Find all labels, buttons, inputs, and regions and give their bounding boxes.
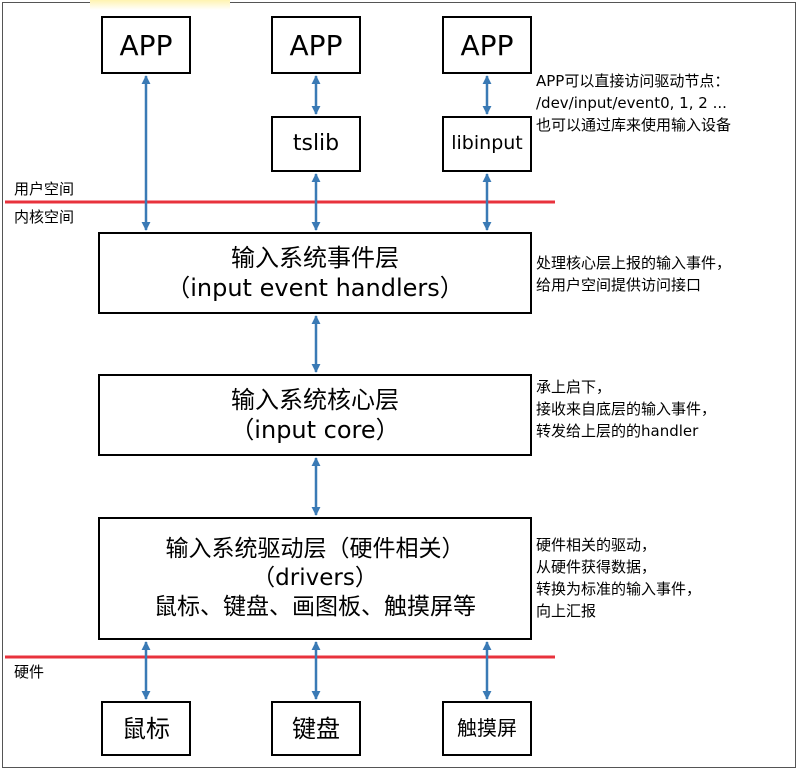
decorative-glow (90, 0, 230, 10)
note-line: 转换为标准的输入事件， (536, 580, 702, 598)
mouse-box: 鼠标 (101, 701, 191, 756)
user-space-label: 用户空间 (14, 180, 75, 198)
kernel-space-label: 内核空间 (14, 208, 75, 226)
note-event-layer: 处理核心层上报的输入事件， 给用户空间提供访问接口 (536, 252, 731, 296)
device-label: 键盘 (292, 714, 340, 743)
note-line: 承上启下， (536, 378, 612, 396)
note-line: 处理核心层上报的输入事件， (536, 254, 732, 272)
event-handler-layer: 输入系统事件层 （input event handlers） (98, 232, 532, 314)
app-box-1: APP (101, 16, 191, 74)
layer-title: 输入系统事件层 (231, 244, 399, 272)
note-core-layer: 承上启下， 接收来自底层的输入事件， 转发给上层的的handler (536, 376, 716, 442)
hardware-label: 硬件 (14, 663, 45, 681)
layer-subtitle: （input core） (230, 416, 400, 444)
app-label: APP (460, 28, 514, 62)
libinput-label: libinput (451, 132, 523, 155)
device-label: 触摸屏 (457, 716, 517, 740)
layer-subtitle: （input event handlers） (166, 274, 464, 302)
note-line: 给用户空间提供访问接口 (536, 276, 702, 294)
keyboard-box: 键盘 (271, 701, 361, 756)
core-layer: 输入系统核心层 （input core） (98, 374, 532, 456)
tslib-label: tslib (292, 131, 340, 157)
note-line: 接收来自底层的输入事件， (536, 400, 717, 418)
layer-subtitle: （drivers） (252, 565, 378, 592)
drivers-layer: 输入系统驱动层（硬件相关） （drivers） 鼠标、键盘、画图板、触摸屏等 (98, 517, 532, 640)
app-box-2: APP (271, 16, 361, 74)
note-line: 转发给上层的的handler (536, 422, 699, 440)
layer-title: 输入系统驱动层（硬件相关） (165, 536, 465, 563)
note-line: 也可以通过库来使用输入设备 (536, 116, 732, 134)
touchscreen-box: 触摸屏 (442, 701, 532, 756)
app-label: APP (119, 28, 173, 62)
note-line: APP可以直接访问驱动节点： (536, 72, 730, 90)
app-box-3: APP (442, 16, 532, 74)
note-app-access: APP可以直接访问驱动节点： /dev/input/event0, 1, 2 .… (536, 70, 731, 136)
note-line: 向上汇报 (536, 602, 597, 620)
note-drivers-layer: 硬件相关的驱动， 从硬件获得数据， 转换为标准的输入事件， 向上汇报 (536, 534, 701, 622)
layer-examples: 鼠标、键盘、画图板、触摸屏等 (154, 593, 476, 620)
device-label: 鼠标 (122, 714, 170, 743)
app-label: APP (289, 28, 343, 62)
note-line: 从硬件获得数据， (536, 558, 657, 576)
note-line: /dev/input/event0, 1, 2 ... (536, 94, 727, 112)
tslib-box: tslib (271, 116, 361, 172)
layer-title: 输入系统核心层 (231, 386, 399, 414)
note-line: 硬件相关的驱动， (536, 536, 657, 554)
libinput-box: libinput (442, 116, 532, 172)
